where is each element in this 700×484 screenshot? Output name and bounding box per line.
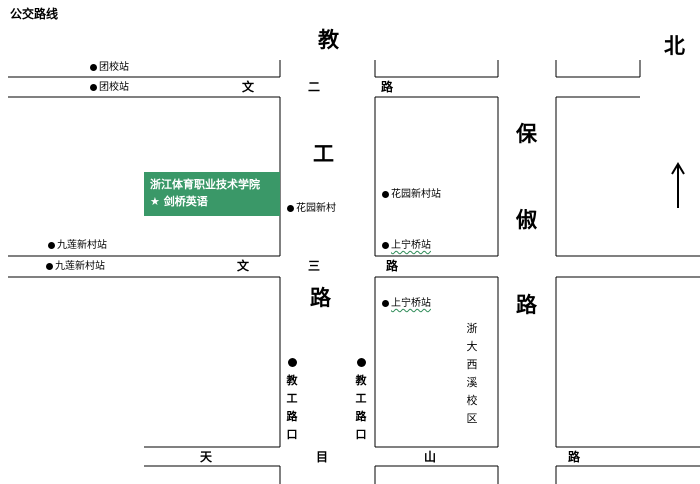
bus-stop-jiaogongkou-east: 教工路口 [355, 374, 367, 441]
stop-dot-icon [90, 63, 97, 71]
road-label-wensan-2: 三 [308, 259, 321, 273]
stop-dot-icon [382, 241, 389, 249]
road-label-baochu-3: 路 [516, 293, 537, 317]
road-label-wener-1: 文 [242, 80, 255, 94]
road-label-tianmushan-3: 山 [424, 450, 437, 464]
campus-label: 浙大西溪校区 [466, 322, 478, 425]
stop-dot-icon [48, 241, 55, 249]
bus-stop-huayuan-west: 花园新村 [287, 204, 336, 214]
road-label-tianmushan-2: 目 [316, 450, 329, 464]
stop-dot-icon [382, 190, 389, 198]
road-label-jiaogong-2: 工 [313, 142, 334, 166]
stop-dot-icon [382, 299, 389, 307]
bus-stop-jiulian-south: 九莲新村站 [46, 262, 105, 272]
bus-stop-shangning-north: 上宁桥站 [382, 241, 431, 251]
road-label-tianmushan-4: 路 [568, 450, 581, 464]
road-label-jiaogong-3: 路 [310, 286, 331, 310]
map-title: 公交路线 [10, 7, 59, 21]
bus-stop-huayuan-east: 花园新村站 [382, 190, 441, 200]
school-name: 浙江体育职业技术学院 [150, 178, 260, 191]
bus-stop-shangning-south: 上宁桥站 [382, 299, 431, 309]
bus-stop-tuanxiao-south: 团校站 [90, 83, 129, 93]
stop-dot-icon [90, 83, 97, 91]
road-label-wensan-3: 路 [386, 259, 399, 273]
road-label-wener-3: 路 [381, 80, 394, 94]
stop-dot-icon [288, 358, 297, 367]
bus-stop-jiaogongkou-west: 教工路口 [286, 374, 298, 441]
north-label: 北 [664, 34, 685, 58]
road-label-baochu-2: 俶 [516, 208, 537, 232]
road-label-jiaogong-1: 教 [318, 28, 339, 52]
school-subtitle: ★ 剑桥英语 [150, 195, 208, 208]
bus-stop-tuanxiao-north: 团校站 [90, 63, 129, 73]
north-arrow-icon [670, 160, 686, 210]
bus-stop-jiulian-north: 九莲新村站 [48, 241, 107, 251]
school-highlight: 浙江体育职业技术学院 ★ 剑桥英语 [144, 172, 280, 216]
stop-dot-icon [357, 358, 366, 367]
road-label-wensan-1: 文 [237, 259, 250, 273]
road-label-wener-2: 二 [308, 80, 321, 94]
road-label-tianmushan-1: 天 [200, 450, 213, 464]
stop-dot-icon [46, 262, 53, 270]
road-label-baochu-1: 保 [516, 122, 537, 146]
stop-dot-icon [287, 204, 294, 212]
